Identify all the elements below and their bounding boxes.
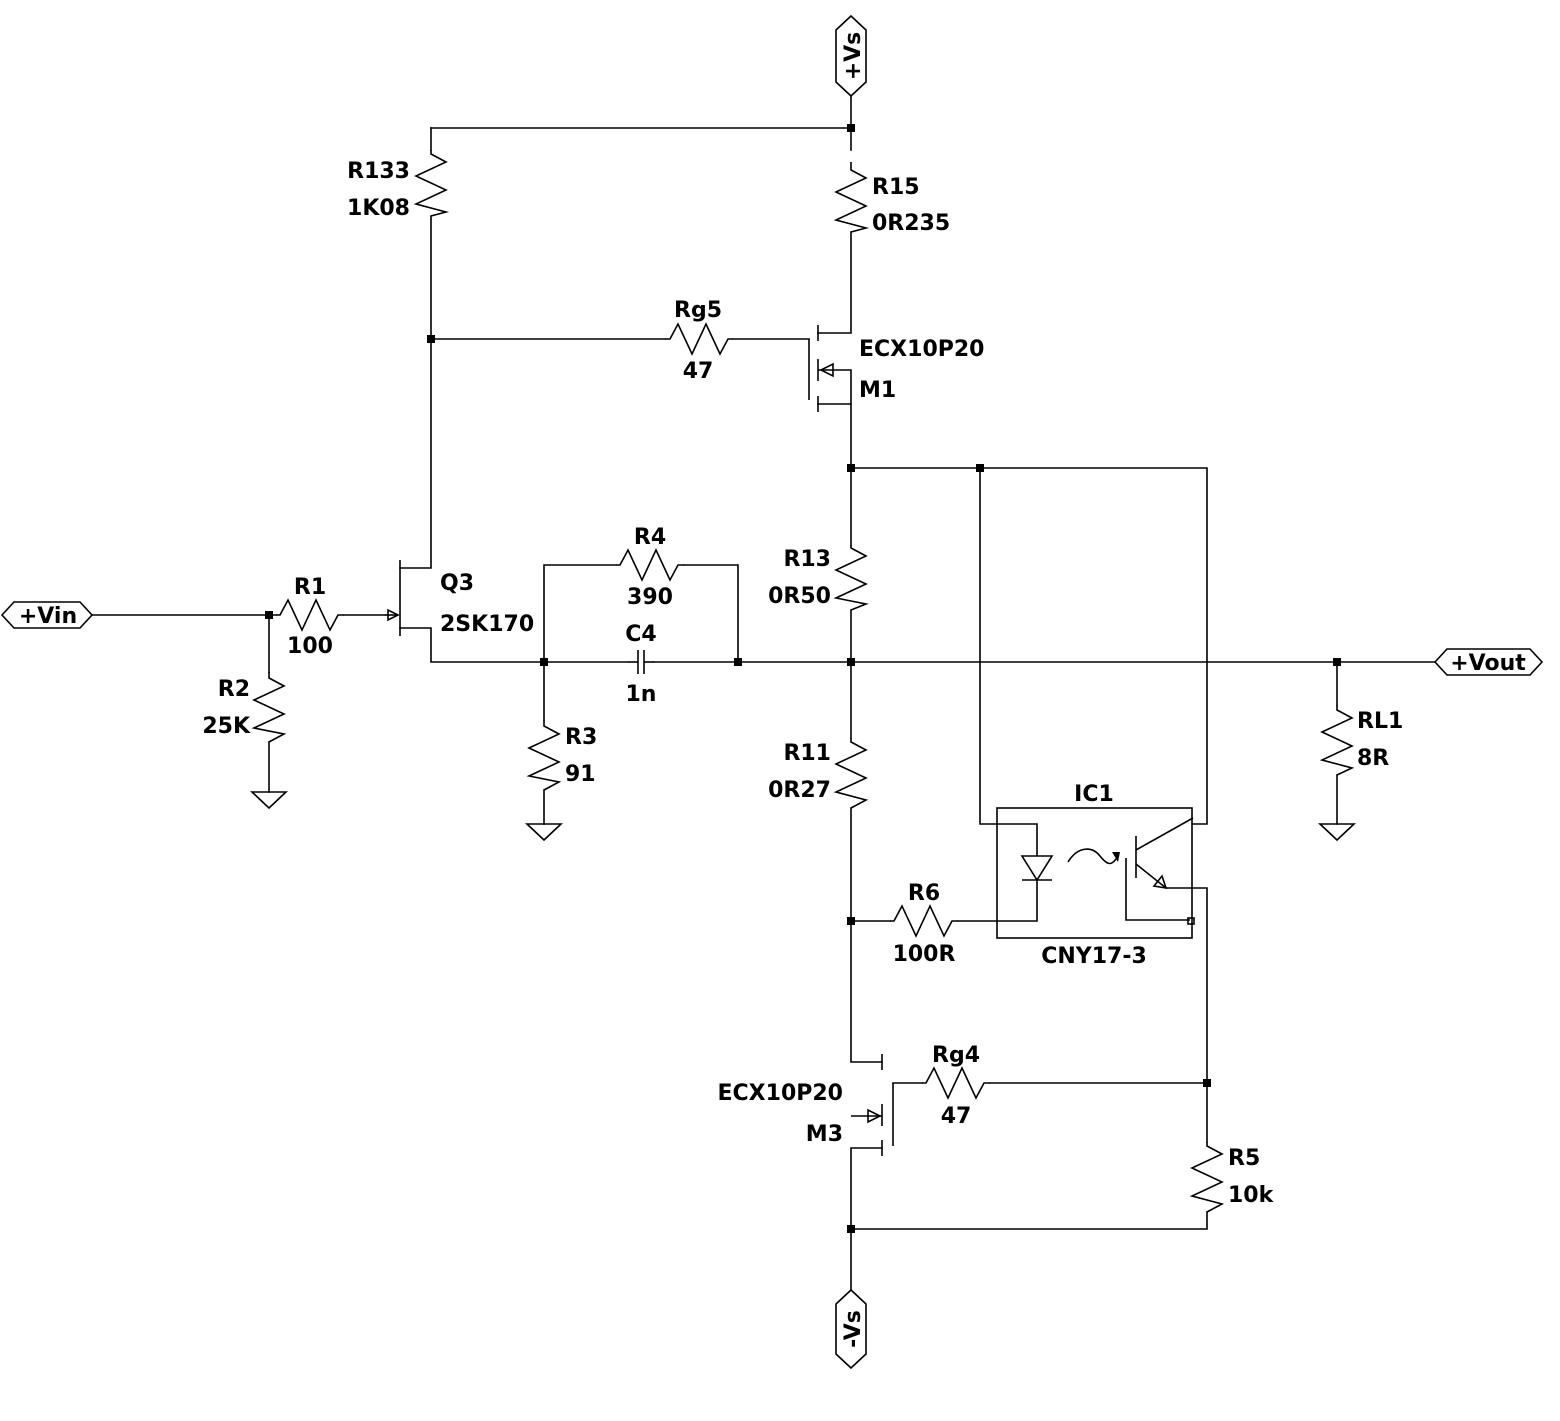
wires: [91, 95, 1436, 1291]
port-vin-label: +Vin: [19, 604, 77, 629]
r5-value: 10k: [1228, 1183, 1275, 1208]
r11-symbol: [833, 738, 869, 809]
ground-symbols: [249, 791, 1357, 842]
ic1-symbol: [996, 807, 1195, 939]
junction-dots: [265, 124, 1341, 1233]
c4-symbol: [628, 650, 654, 674]
r6-ref: R6: [908, 881, 940, 906]
rl1-symbol: [1319, 705, 1355, 776]
rg4-ref: Rg4: [932, 1043, 980, 1068]
port-vs-neg-label: -Vs: [841, 1310, 866, 1348]
q3-ref: Q3: [440, 571, 474, 596]
c4-value: 1n: [626, 682, 657, 707]
resistors: [251, 150, 1355, 1213]
ic1-ref: IC1: [1074, 782, 1114, 807]
port-vs-neg: -Vs: [835, 1288, 867, 1370]
m1-value: ECX10P20: [859, 337, 985, 362]
r6-value: 100R: [893, 942, 956, 967]
m3-value: ECX10P20: [718, 1081, 844, 1106]
r133-value: 1K08: [347, 196, 410, 221]
r3-value: 91: [565, 762, 596, 787]
rg5-ref: Rg5: [674, 298, 722, 323]
rl1-ref: RL1: [1357, 709, 1403, 734]
rg5-value: 47: [683, 359, 714, 384]
r11-ref: R11: [783, 741, 831, 766]
r1-value: 100: [287, 634, 333, 659]
m3-ref: M3: [806, 1122, 843, 1147]
r2-ref: R2: [218, 677, 250, 702]
r13-value: 0R50: [768, 584, 831, 609]
rg4-symbol: [922, 1066, 990, 1100]
q3-symbol: [385, 560, 401, 636]
r2-symbol: [251, 672, 287, 743]
c4-ref: C4: [625, 622, 656, 647]
ic1-value: CNY17-3: [1041, 944, 1147, 969]
r133-symbol: [413, 150, 450, 220]
r3-ref: R3: [565, 725, 597, 750]
component-labels: R133 1K08 R15 0R235 Rg5 47 ECX10P20 M1 R…: [202, 159, 1403, 1208]
ground-icon: [249, 791, 289, 810]
port-vout: +Vout: [1433, 648, 1544, 676]
r4-value: 390: [627, 585, 673, 610]
m3-symbol: [851, 1054, 894, 1156]
r13-symbol: [833, 545, 869, 611]
ground-icon: [524, 823, 564, 842]
q3-value: 2SK170: [440, 612, 534, 637]
port-vs-pos: +Vs: [835, 14, 867, 98]
r1-symbol: [276, 598, 344, 632]
port-vout-label: +Vout: [1450, 651, 1526, 676]
r1-ref: R1: [294, 575, 326, 600]
rl1-value: 8R: [1357, 746, 1389, 771]
r2-value: 25K: [202, 714, 251, 739]
r13-ref: R13: [783, 547, 831, 572]
port-vs-pos-label: +Vs: [841, 32, 866, 81]
r11-value: 0R27: [768, 778, 831, 803]
r15-symbol: [833, 162, 870, 233]
ground-icon: [1317, 823, 1357, 842]
m1-symbol: [808, 325, 852, 412]
r133-ref: R133: [347, 159, 410, 184]
r4-ref: R4: [634, 525, 666, 550]
rg5-symbol: [665, 322, 733, 356]
r15-value: 0R235: [872, 211, 950, 236]
r5-symbol: [1189, 1142, 1225, 1213]
port-vin: +Vin: [0, 601, 94, 629]
r6-symbol: [890, 904, 958, 938]
r5-ref: R5: [1228, 1146, 1260, 1171]
r4-symbol: [616, 548, 684, 582]
r3-symbol: [526, 720, 562, 791]
rg4-value: 47: [941, 1104, 972, 1129]
r15-ref: R15: [872, 175, 920, 200]
m1-ref: M1: [859, 378, 896, 403]
